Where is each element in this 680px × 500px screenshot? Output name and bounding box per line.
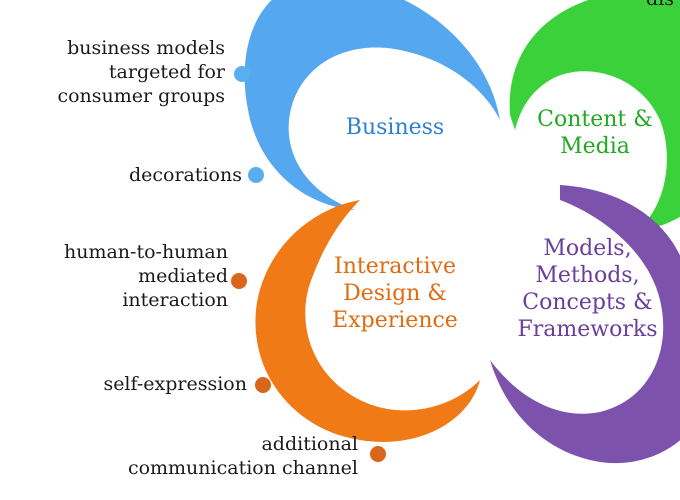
interactive-title: Interactive Design & Experience: [332, 254, 458, 333]
content-media-petal: [509, 0, 680, 229]
models-petal: [490, 185, 680, 464]
label-decorations: decorations: [128, 164, 242, 186]
bullet-additional-channel: [370, 446, 386, 462]
bullet-business-models: [234, 66, 250, 82]
petal-separator: [478, 119, 504, 207]
content-media-title: Content & Media: [537, 107, 653, 159]
label-human-to-human: human-to-human mediated interaction: [63, 241, 228, 311]
business-petal: [244, 0, 500, 210]
bullet-human-to-human: [231, 273, 247, 289]
interactive-petal: [255, 200, 480, 442]
bullet-decorations: [248, 167, 264, 183]
label-self-expression: self-expression: [103, 373, 247, 395]
bullet-self-expression: [255, 377, 271, 393]
label-business-models: business models targeted for consumer gr…: [57, 37, 225, 107]
cut-off-label: dis: [646, 0, 674, 10]
business-title: Business: [345, 115, 445, 140]
label-additional-channel: additional communication channel: [127, 433, 358, 479]
models-title: Models, Methods, Concepts & Frameworks: [517, 236, 658, 342]
